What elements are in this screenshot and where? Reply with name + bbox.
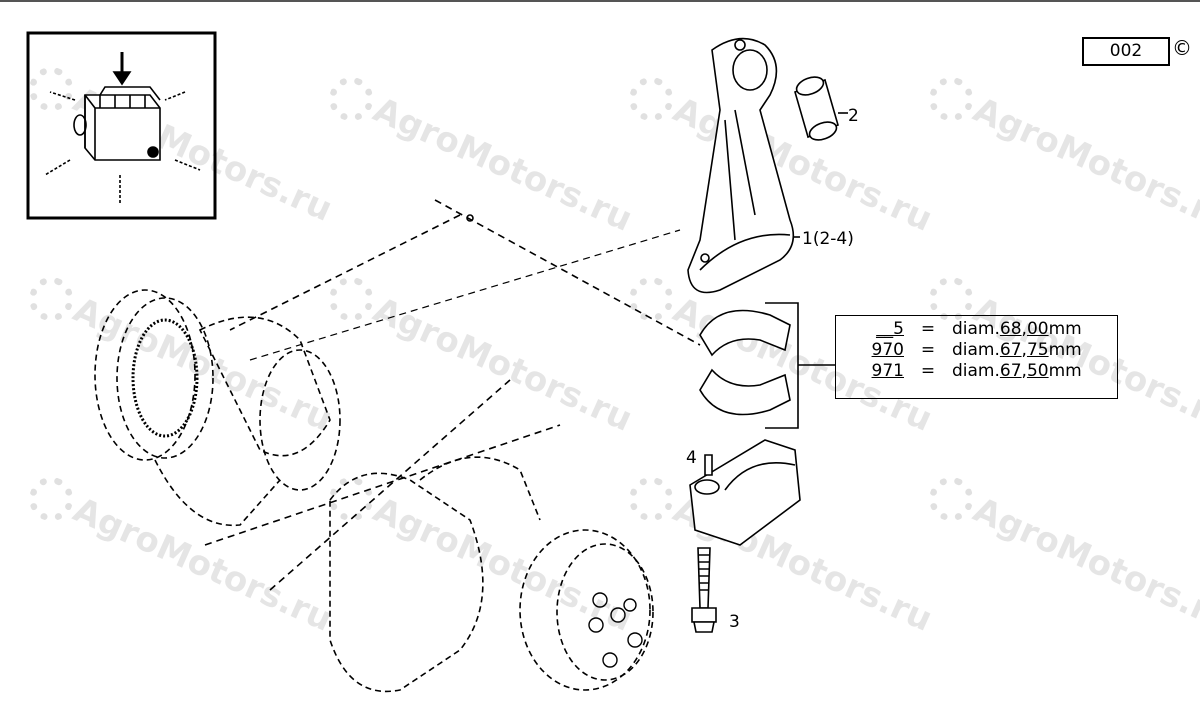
center-line [434, 199, 701, 346]
size-code: __5 [876, 319, 904, 339]
diam-int: 67 [999, 340, 1022, 360]
diam-int: 68 [999, 319, 1022, 339]
bearing-shells [699, 309, 791, 416]
size-code: 971 [871, 361, 904, 381]
diam-label: diam. [952, 319, 1000, 339]
page-number: 002 [1082, 37, 1170, 66]
callout-1: 1(2-4) [802, 229, 854, 249]
diam-sep: , [1021, 361, 1027, 381]
diam-sep: , [1021, 340, 1027, 360]
unit: mm [1048, 319, 1082, 339]
diam-dec: 50 [1026, 361, 1049, 381]
diam-sep: , [1021, 319, 1027, 339]
unit: mm [1048, 361, 1082, 381]
copyright-icon: © [1172, 36, 1192, 60]
bearing-cap [689, 439, 801, 546]
diam-dec: 75 [1026, 340, 1049, 360]
size-code: 970 [871, 340, 904, 360]
callout-4: 4 [686, 448, 697, 468]
callout-2: 2 [848, 106, 859, 126]
callout-3: 3 [729, 612, 740, 632]
equals: = [920, 319, 936, 339]
equals: = [920, 361, 936, 381]
equals: = [920, 340, 936, 360]
piston-pin-bush [794, 76, 839, 141]
bolt [691, 547, 717, 633]
diam-int: 67 [999, 361, 1022, 381]
diam-label: diam. [952, 340, 1000, 360]
crankshaft [94, 289, 654, 693]
connecting-rod [687, 37, 795, 294]
diam-dec: 00 [1026, 319, 1049, 339]
bracket-line [765, 302, 835, 429]
diam-label: diam. [952, 361, 1000, 381]
engine-locator-inset [26, 31, 217, 220]
crankshaft-flange-holes [588, 592, 643, 668]
top-border [0, 0, 1200, 2]
unit: mm [1048, 340, 1082, 360]
